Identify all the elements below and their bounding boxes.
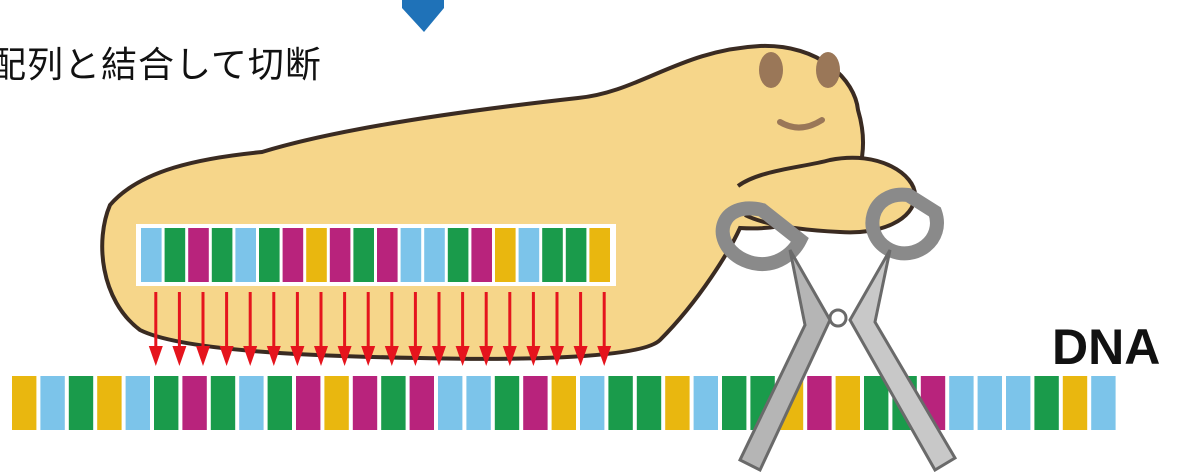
right-eye bbox=[816, 52, 840, 88]
dna-block bbox=[722, 376, 746, 430]
dna-block bbox=[40, 376, 64, 430]
dna-block bbox=[637, 376, 661, 430]
dna-block bbox=[12, 376, 36, 430]
dna-block bbox=[1091, 376, 1115, 430]
guide-block bbox=[542, 228, 563, 282]
dna-block bbox=[608, 376, 632, 430]
binding-arrow-head bbox=[220, 346, 234, 366]
dna-block bbox=[324, 376, 348, 430]
dna-block bbox=[154, 376, 178, 430]
dna-block bbox=[523, 376, 547, 430]
guide-block bbox=[212, 228, 233, 282]
dna-block bbox=[69, 376, 93, 430]
dna-block bbox=[296, 376, 320, 430]
dna-block bbox=[211, 376, 235, 430]
binding-arrow-head bbox=[196, 346, 210, 366]
guide-rna-strand bbox=[136, 224, 616, 286]
guide-block bbox=[424, 228, 445, 282]
guide-block bbox=[259, 228, 280, 282]
guide-block bbox=[306, 228, 327, 282]
binding-arrow-head bbox=[172, 346, 186, 366]
guide-block bbox=[353, 228, 374, 282]
binding-arrow-head bbox=[267, 346, 281, 366]
guide-block bbox=[188, 228, 209, 282]
dna-block bbox=[1006, 376, 1030, 430]
guide-block bbox=[401, 228, 422, 282]
guide-block bbox=[519, 228, 540, 282]
dna-block bbox=[239, 376, 263, 430]
dna-block bbox=[978, 376, 1002, 430]
down-arrow-icon bbox=[402, 0, 444, 32]
dna-block bbox=[268, 376, 292, 430]
dna-block bbox=[665, 376, 689, 430]
binding-arrow-head bbox=[243, 346, 257, 366]
dna-block bbox=[694, 376, 718, 430]
guide-block bbox=[165, 228, 186, 282]
left-eye bbox=[759, 52, 783, 88]
guide-block bbox=[471, 228, 492, 282]
binding-arrow-head bbox=[149, 346, 163, 366]
guide-block bbox=[377, 228, 398, 282]
dna-strand bbox=[12, 376, 1116, 430]
dna-block bbox=[410, 376, 434, 430]
guide-block bbox=[283, 228, 304, 282]
guide-block bbox=[330, 228, 351, 282]
dna-label: DNA bbox=[1052, 318, 1160, 376]
dna-block bbox=[949, 376, 973, 430]
dna-block bbox=[182, 376, 206, 430]
guide-block bbox=[235, 228, 256, 282]
guide-block bbox=[495, 228, 516, 282]
dna-block bbox=[580, 376, 604, 430]
dna-block bbox=[495, 376, 519, 430]
dna-block bbox=[126, 376, 150, 430]
guide-block bbox=[566, 228, 587, 282]
guide-block bbox=[589, 228, 610, 282]
guide-block bbox=[448, 228, 469, 282]
dna-block bbox=[97, 376, 121, 430]
dna-block bbox=[1063, 376, 1087, 430]
dna-block bbox=[552, 376, 576, 430]
caption-text: 配列と結合して切断 bbox=[0, 36, 322, 88]
dna-block bbox=[836, 376, 860, 430]
dna-block bbox=[807, 376, 831, 430]
dna-block bbox=[353, 376, 377, 430]
dna-block bbox=[438, 376, 462, 430]
dna-block bbox=[466, 376, 490, 430]
dna-block bbox=[1034, 376, 1058, 430]
guide-block bbox=[141, 228, 162, 282]
dna-block bbox=[381, 376, 405, 430]
